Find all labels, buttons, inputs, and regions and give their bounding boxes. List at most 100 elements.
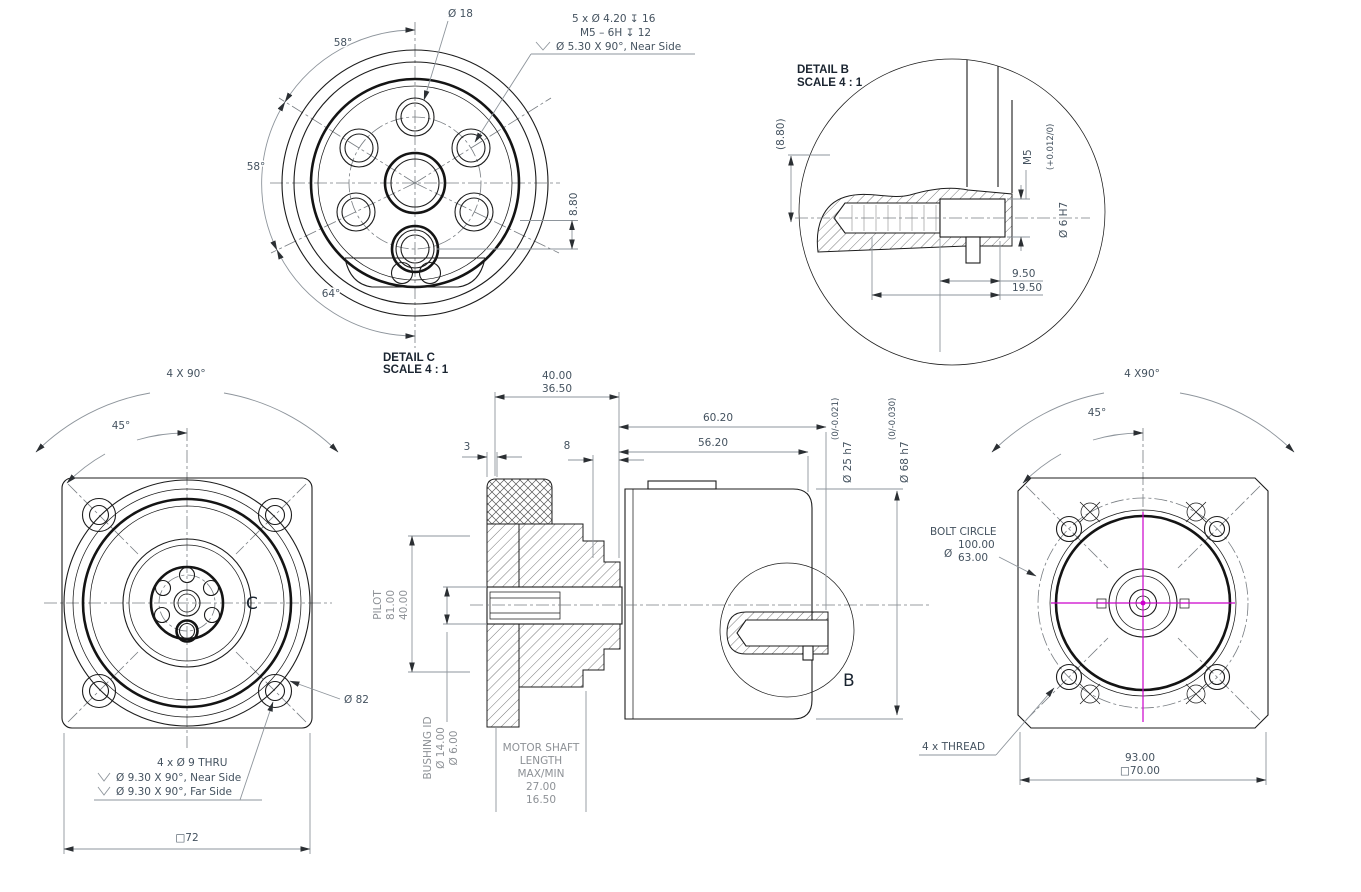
detail-c-marker: C	[246, 594, 258, 614]
pilot-od-label: 81.00	[385, 590, 397, 620]
bushing-dims: BUSHING ID Ø 14.00 Ø 6.00	[422, 632, 460, 780]
dim-width: 40.00 36.50	[494, 370, 620, 558]
thread-callout-label: 4 x THREAD	[922, 741, 985, 753]
bore-tol-label: (+0.012/0)	[1046, 124, 1056, 170]
countersink-icon	[97, 772, 111, 782]
thread-label: M5	[1022, 149, 1034, 165]
detail-b-circle	[719, 562, 855, 698]
angle-4x90-label: 4 X 90°	[166, 368, 205, 380]
bolt-circle-63: 63.00	[958, 552, 988, 564]
countersink-icon	[535, 41, 551, 51]
face-circle	[63, 479, 311, 727]
square72-label: □72	[175, 832, 198, 844]
bolt-circle-100: 100.00	[958, 539, 995, 551]
rear-square-view: 4 X90° 45° BOLT CIRCLE 100.00 Ø 63.00 4 …	[919, 367, 1295, 785]
hub-bolt-holes	[153, 566, 221, 640]
bolt-circle-centerline	[348, 116, 482, 250]
arc-64-bottom	[276, 249, 416, 339]
callout-line2: M5 – 6H ↧ 12	[580, 27, 651, 39]
corner-holes	[81, 497, 293, 709]
clamp-collar-section	[486, 478, 553, 525]
spigot-label: 8	[564, 440, 571, 452]
diameter-symbol: Ø	[944, 548, 952, 560]
detail-b-marker: B	[843, 671, 855, 691]
detail-b-title: DETAIL B	[797, 64, 849, 76]
magenta-center-dot	[1140, 600, 1146, 606]
detail-b-scale: SCALE 4 : 1	[797, 77, 863, 89]
bolt-circle-label: BOLT CIRCLE	[930, 526, 996, 538]
callout-line3: Ø 5.30 X 90°, Near Side	[556, 41, 681, 53]
square70-label: □70.00	[1120, 765, 1160, 777]
bore-step	[965, 236, 981, 264]
length-total-label: 60.20	[703, 412, 733, 424]
pilot-label: PILOT	[372, 590, 384, 620]
face-dia-label: Ø 82	[344, 694, 369, 706]
shaft-note-line3: MAX/MIN	[518, 768, 565, 780]
bushing-id-label: Ø 6.00	[448, 731, 460, 766]
angle-45-rear-label: 45°	[1088, 407, 1107, 419]
arc-58-left	[261, 101, 286, 251]
angle-4x90-rear-label: 4 X90°	[1124, 368, 1160, 380]
lip-label: 3	[464, 441, 471, 453]
depth-thread-label: 9.50	[1012, 268, 1035, 280]
dim-square72: □72	[63, 733, 311, 854]
angle-45-label: 45°	[112, 420, 131, 432]
square-flange-outline	[61, 477, 313, 729]
pilot-id-label: 40.00	[398, 590, 410, 620]
dim-lengths: 60.20 56.20	[618, 412, 827, 610]
depth-hole-label: 19.50	[1012, 282, 1042, 294]
detail-boundary-circle	[798, 58, 1106, 366]
dim-rear-width: 93.00 □70.00	[1019, 732, 1267, 785]
bore-label: Ø 6 H7	[1058, 202, 1070, 238]
front-callout-line2: Ø 9.30 X 90°, Near Side	[116, 772, 241, 784]
dim-8-80: 8.80	[437, 193, 580, 250]
center-bore-section	[486, 586, 623, 625]
offset-dim-label: 8.80	[568, 193, 580, 216]
length-body-label: 56.20	[698, 437, 728, 449]
bushing-label: BUSHING ID	[422, 716, 434, 779]
dim-lip: 3	[462, 441, 522, 477]
angle-top-label: 58°	[334, 37, 353, 49]
front-square-view: C 4 X 90° 45° Ø 82 4 x Ø 9 THRU Ø 9.30 X…	[35, 367, 369, 854]
boss-step	[802, 645, 814, 661]
center-bore-inner	[390, 158, 440, 208]
shaft-max-label: 27.00	[526, 781, 556, 793]
spigot-tol-label: (0/-0.021)	[831, 398, 841, 440]
width-outer-label: 40.00	[542, 370, 572, 382]
tapped-hole-callout: 5 x Ø 4.20 ↧ 16 M5 – 6H ↧ 12 Ø 5.30 X 90…	[474, 13, 695, 143]
boss-circle-front	[81, 497, 293, 709]
face-dia-leader	[289, 680, 341, 700]
boss-hole-section	[736, 619, 829, 647]
bolt-circle-callout: BOLT CIRCLE 100.00 Ø 63.00	[930, 526, 1037, 577]
section-view: DETAIL C SCALE 4 : 1 B 40.00 36.50	[372, 352, 930, 812]
arc-4x90-front	[223, 392, 339, 453]
arc-4x90-rear	[1179, 392, 1295, 453]
shaft-min-label: 16.50	[526, 794, 556, 806]
detail-c-title: DETAIL C	[383, 352, 435, 364]
motor-shaft-note: MOTOR SHAFT LENGTH MAX/MIN 27.00 16.50	[495, 691, 587, 812]
width93-label: 93.00	[1125, 752, 1155, 764]
hub-lower-section	[518, 623, 621, 688]
round-flange-view: 58° 58° 64° 8.80 Ø 18 5 x Ø 4.20 ↧ 16 M5…	[245, 8, 695, 348]
depth-dims: 9.50 19.50	[871, 237, 1043, 352]
width-inner-label: 36.50	[542, 383, 572, 395]
flange-plate-section	[486, 523, 520, 728]
motor-body-outline	[624, 488, 813, 720]
cross-holes	[1079, 501, 1207, 705]
center-bore-label: Ø 18	[448, 8, 473, 20]
angle-bottom-label: 64°	[322, 288, 341, 300]
arc-45-rear	[1092, 430, 1144, 441]
bushing-od-label: Ø 14.00	[435, 727, 447, 769]
shaft-note-line1: MOTOR SHAFT	[503, 742, 580, 754]
rear-flange-outline	[1017, 477, 1269, 729]
arc-45-front	[136, 430, 188, 441]
thread-callout: 4 x THREAD	[919, 687, 1055, 756]
hub-upper-section	[518, 523, 621, 588]
bolt-holes	[336, 97, 494, 269]
center-bore-front	[173, 589, 201, 617]
thread-holes	[1055, 515, 1231, 691]
countersink-icon	[97, 786, 111, 796]
body-notch	[647, 480, 717, 490]
